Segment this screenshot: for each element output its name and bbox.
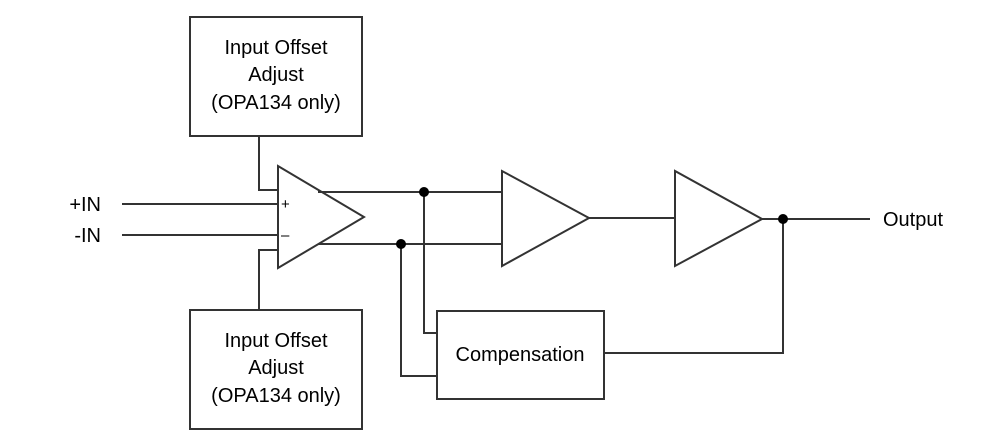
- compensation-label: Compensation: [456, 344, 585, 366]
- offset-adjust-box-bottom: [189, 309, 363, 430]
- minus-input-label: -IN: [74, 225, 101, 247]
- offset-adjust-box-top: [189, 16, 363, 137]
- amp-minus-sign: –: [281, 227, 290, 244]
- plus-input-label: +IN: [69, 194, 101, 216]
- gain-stage-amplifier: [501, 169, 592, 268]
- input-amplifier: [277, 164, 366, 270]
- offset-box-top-line-2: Adjust: [248, 64, 304, 86]
- bottom-offset-wire: [258, 249, 278, 310]
- junction-dot-lower: [396, 239, 406, 249]
- top-offset-wire: [258, 136, 278, 191]
- offset-box-bottom-line-2: Adjust: [248, 357, 304, 379]
- offset-box-bottom-line-1: Input Offset: [224, 330, 327, 352]
- output-label: Output: [883, 209, 943, 231]
- compensation-box: [436, 310, 605, 400]
- offset-box-top-line-1: Input Offset: [224, 37, 327, 59]
- upper-comp-wire: [423, 192, 437, 334]
- amp-plus-sign: +: [281, 196, 290, 213]
- junction-dot-upper: [419, 187, 429, 197]
- offset-box-top-line-3: (OPA134 only): [211, 92, 341, 114]
- junction-dot-output: [778, 214, 788, 224]
- output-buffer-amplifier: [674, 169, 765, 268]
- lower-comp-wire: [400, 244, 437, 377]
- offset-box-bottom-line-3: (OPA134 only): [211, 385, 341, 407]
- feedback-wire: [604, 219, 784, 354]
